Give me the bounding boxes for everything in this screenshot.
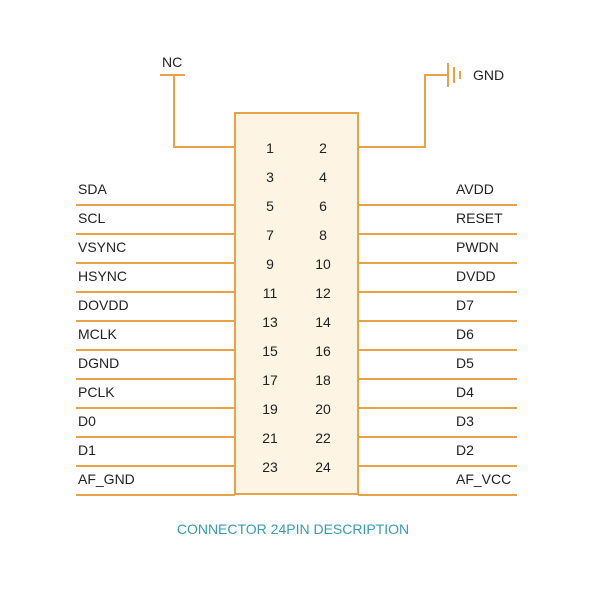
pin-number-right: 4 — [319, 169, 327, 185]
pin-number-left: 17 — [262, 372, 278, 388]
pin-number-left: 15 — [262, 343, 278, 359]
right-pin-label: AF_VCC — [456, 471, 511, 487]
right-pin-label: D5 — [456, 355, 474, 371]
left-pin-label: SCL — [78, 210, 105, 226]
pin-row: SCL RESET 5 6 — [76, 198, 517, 235]
left-pin-label: SDA — [78, 181, 107, 197]
pin-row: DGND D5 15 16 — [76, 343, 517, 380]
pin-number-right: 2 — [319, 140, 327, 156]
pin-row: D0 D3 19 20 — [76, 401, 517, 438]
left-pin-label: D0 — [78, 413, 96, 429]
pin-number-left: 21 — [262, 430, 278, 446]
left-pin-label: HSYNC — [78, 268, 127, 284]
pin-number-right: 18 — [315, 372, 331, 388]
pin-row: D1 D2 21 22 — [76, 430, 517, 467]
pin-number-left: 7 — [266, 227, 274, 243]
pin-row: VSYNC PWDN 7 8 — [76, 227, 517, 264]
gnd-label: GND — [473, 67, 504, 83]
nc-label: NC — [162, 54, 182, 70]
pin-number-left: 11 — [263, 285, 278, 301]
right-pin-label: D6 — [456, 326, 474, 342]
diagram-caption: CONNECTOR 24PIN DESCRIPTION — [177, 521, 409, 537]
pin-number-left: 3 — [266, 169, 274, 185]
right-pin-label: RESET — [456, 210, 503, 226]
left-pin-label: MCLK — [78, 326, 118, 342]
left-pin-label: PCLK — [78, 384, 115, 400]
right-pin-label: D4 — [456, 384, 474, 400]
pin-row: MCLK D6 13 14 — [76, 314, 517, 351]
right-pin-label: DVDD — [456, 268, 496, 284]
left-pin-label: VSYNC — [78, 239, 126, 255]
pin-number-right: 14 — [315, 314, 331, 330]
pin-number-left: 23 — [262, 459, 278, 475]
pin-number-left: 1 — [266, 140, 274, 156]
pin-number-left: 19 — [262, 401, 278, 417]
left-pin-label: D1 — [78, 442, 96, 458]
gnd-wire — [358, 74, 448, 148]
pin-number-right: 10 — [315, 256, 331, 272]
pin-number-right: 24 — [315, 459, 331, 475]
ground-icon — [447, 63, 461, 87]
pin-row: DOVDD D7 11 12 — [76, 285, 517, 322]
pin-number-left: 9 — [266, 256, 274, 272]
pin-row: PCLK D4 17 18 — [76, 372, 517, 409]
connector-body — [234, 112, 359, 495]
left-pin-label: DOVDD — [78, 297, 129, 313]
pin-number-right: 16 — [315, 343, 331, 359]
pin-number-right: 6 — [319, 198, 327, 214]
pin-number-left: 5 — [266, 198, 274, 214]
pin-row: HSYNC DVDD 9 10 — [76, 256, 517, 293]
pin-row: SDA AVDD 3 4 — [76, 169, 517, 206]
pin-number-right: 12 — [315, 285, 331, 301]
pin-number-right: 22 — [315, 430, 331, 446]
right-pin-label: D7 — [456, 297, 474, 313]
left-pin-label: AF_GND — [78, 471, 135, 487]
right-pin-label: D3 — [456, 413, 474, 429]
right-pin-label: D2 — [456, 442, 474, 458]
pin-number-left: 13 — [262, 314, 278, 330]
right-pin-label: PWDN — [456, 239, 499, 255]
pin-number-right: 20 — [315, 401, 331, 417]
pin-number-right: 8 — [319, 227, 327, 243]
nc-wire — [173, 75, 235, 148]
pin-row: AF_GND AF_VCC 23 24 — [76, 459, 517, 496]
left-pin-label: DGND — [78, 355, 119, 371]
right-pin-label: AVDD — [456, 181, 494, 197]
